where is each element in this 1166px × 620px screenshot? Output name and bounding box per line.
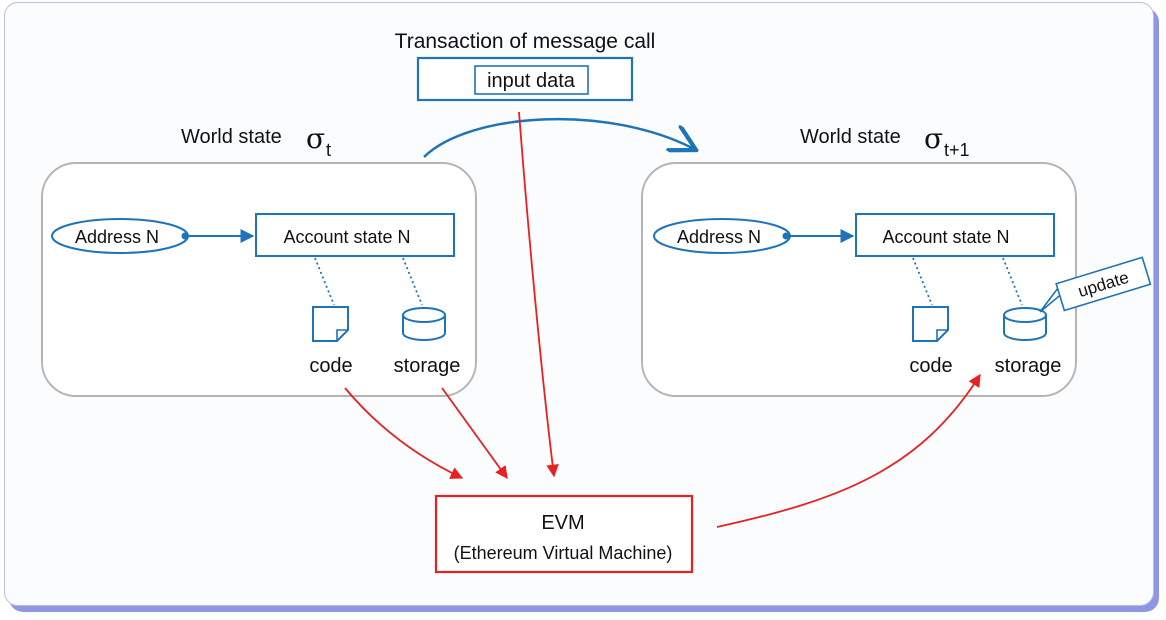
- address-left-dot: [181, 232, 189, 240]
- update-callout: update: [1039, 256, 1152, 313]
- evm-box: [434, 494, 694, 574]
- evm-title: EVM: [541, 512, 584, 534]
- evm-subtitle: (Ethereum Virtual Machine): [454, 543, 673, 563]
- world-state-left: World state σ t Address N Account state …: [41, 122, 477, 397]
- subscript-left: t: [326, 140, 331, 160]
- code-label-left: code: [309, 355, 352, 377]
- evm-to-storage-arrow: [716, 373, 981, 528]
- code-document-icon-left: [312, 306, 349, 342]
- input-data-box: [474, 65, 589, 95]
- code-to-evm-arrow: [344, 387, 464, 479]
- address-left-label: Address N: [75, 227, 159, 247]
- state-transition-arrow: [423, 117, 696, 158]
- world-state-right-label: World state: [800, 126, 901, 148]
- account-state-right-box: [855, 213, 1055, 257]
- account-to-storage-link-right: [1002, 257, 1023, 306]
- account-state-left-box: [255, 213, 455, 257]
- account-to-code-link-right: [912, 257, 933, 306]
- code-label-right: code: [909, 355, 952, 377]
- account-to-storage-link-left: [402, 257, 423, 306]
- storage-cylinder-icon-left: [402, 307, 446, 341]
- storage-label-left: storage: [394, 355, 461, 377]
- code-document-fold-right: [936, 329, 948, 341]
- transaction-title: Transaction of message call: [395, 30, 656, 53]
- sigma-symbol-left: σ: [306, 122, 325, 155]
- account-to-code-link-left: [314, 257, 335, 306]
- storage-cylinder-icon-right: [1003, 307, 1047, 341]
- code-document-icon-right: [912, 306, 949, 342]
- account-state-left-label: Account state N: [283, 227, 410, 247]
- input-to-evm-arrow: [518, 111, 559, 478]
- address-right-dot: [782, 232, 790, 240]
- input-data-label: input data: [487, 70, 576, 92]
- sigma-symbol-right: σ: [924, 122, 943, 155]
- subscript-right: t+1: [944, 140, 970, 160]
- storage-label-right: storage: [995, 355, 1062, 377]
- address-right-label: Address N: [677, 227, 761, 247]
- account-state-right-label: Account state N: [882, 227, 1009, 247]
- world-state-right: World state σ t+1 Address N Account stat…: [641, 122, 1152, 397]
- world-state-left-label: World state: [181, 126, 282, 148]
- storage-to-evm-arrow: [441, 387, 508, 480]
- code-document-fold-left: [336, 329, 348, 341]
